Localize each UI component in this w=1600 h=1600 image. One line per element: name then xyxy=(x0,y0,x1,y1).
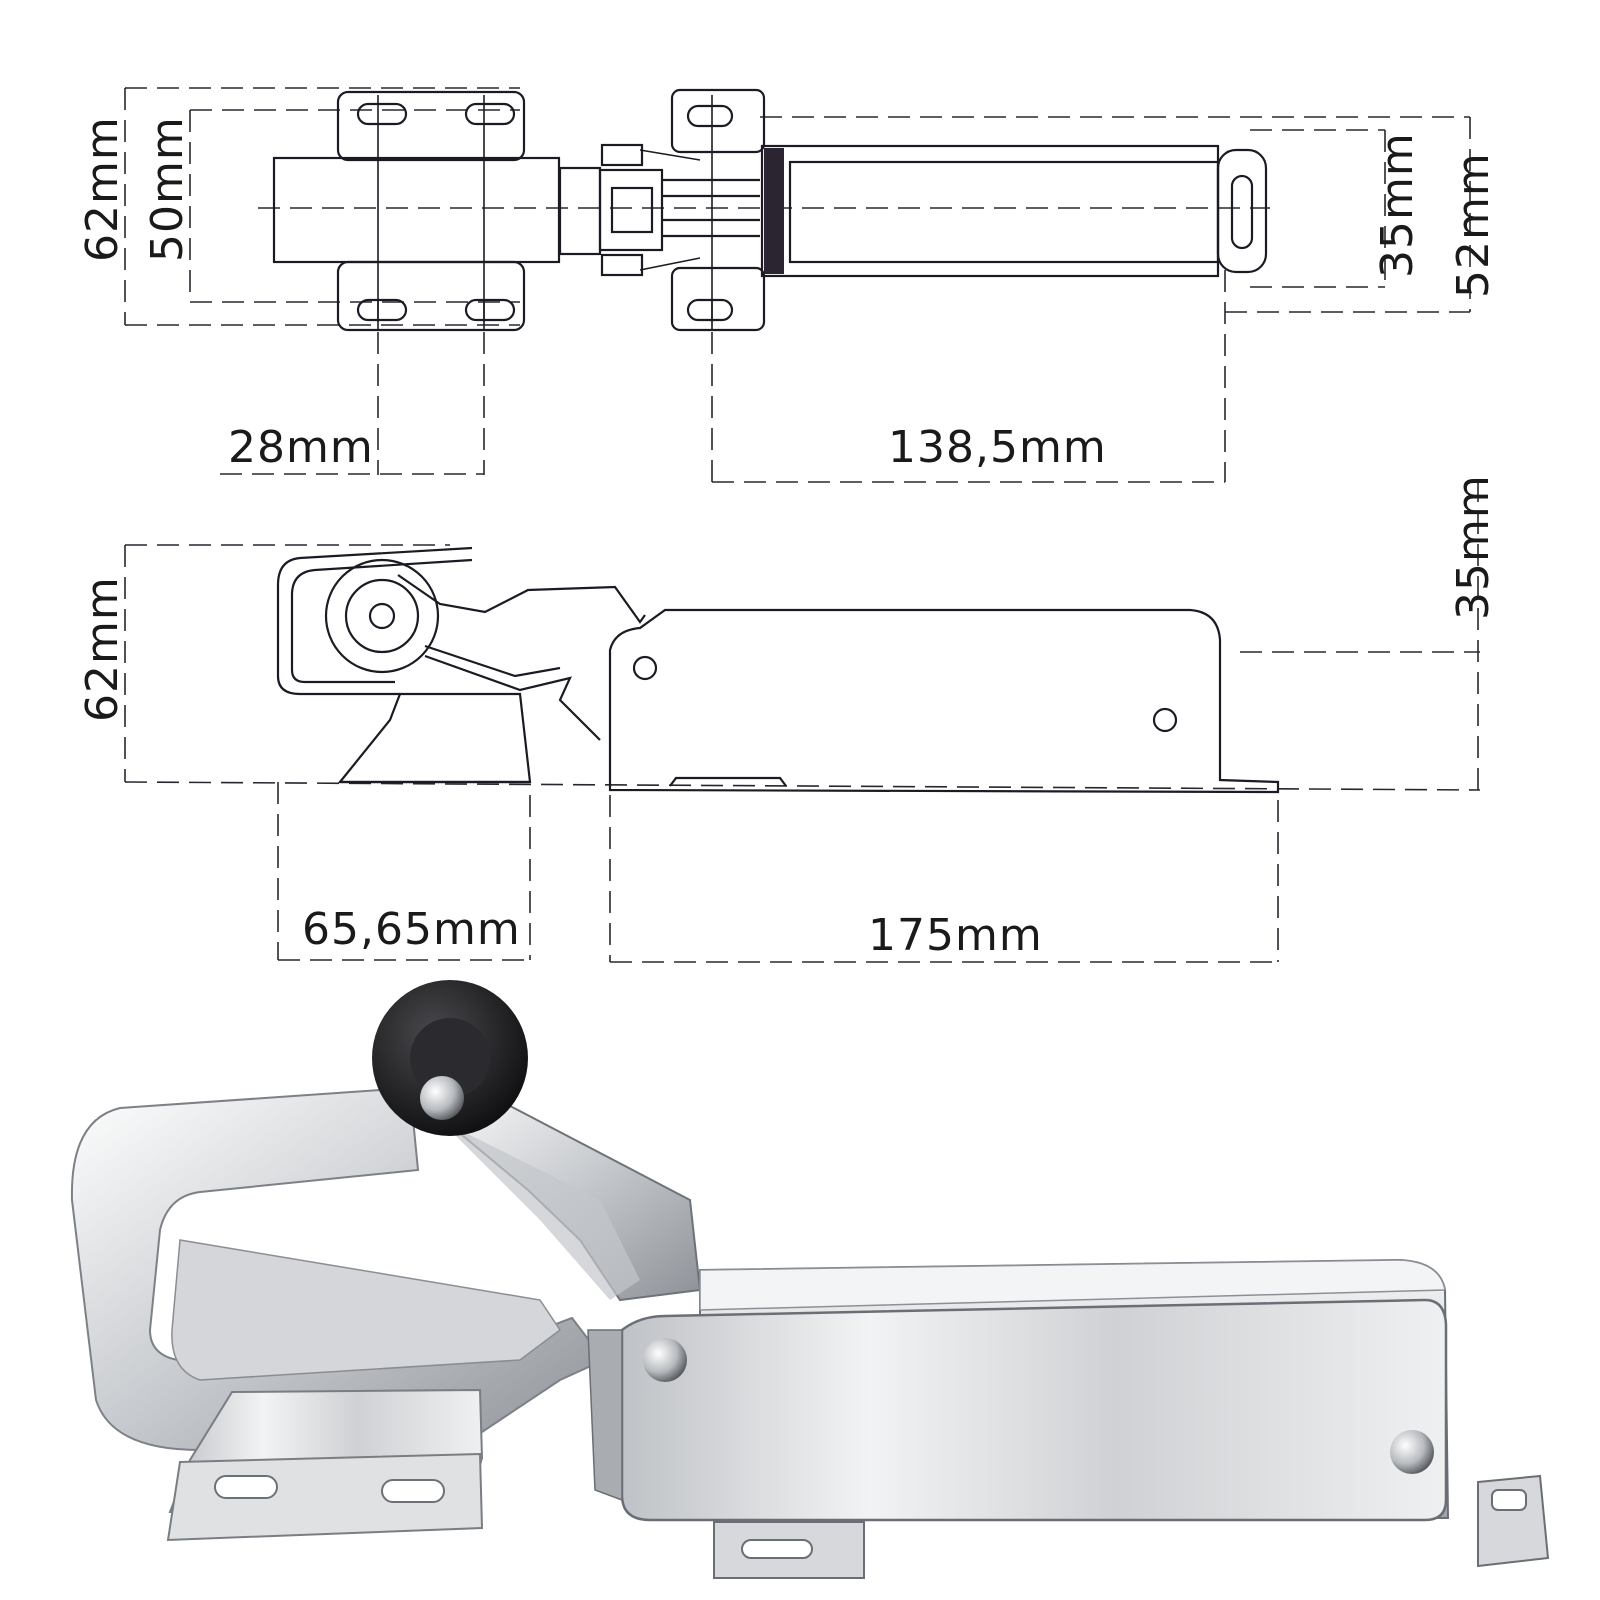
catch-side xyxy=(276,546,532,784)
body-side xyxy=(608,608,1280,794)
dim-body-length: 175mm xyxy=(868,910,1043,961)
side-plate xyxy=(620,1298,1448,1522)
roller-arm xyxy=(372,980,702,1302)
rivet-left xyxy=(643,1338,687,1382)
dim-side-height: 62mm xyxy=(77,576,128,722)
catch-bracket xyxy=(70,1086,606,1542)
arm-linkage-top xyxy=(598,143,760,277)
side-view-dimension-lines xyxy=(124,480,1481,963)
dim-strike-length: 138,5mm xyxy=(888,422,1107,473)
closer-body xyxy=(587,1258,1550,1579)
dim-total-height: 62mm xyxy=(77,116,128,262)
dim-strike-outer: 52mm xyxy=(1448,152,1499,298)
top-view-dimension-lines xyxy=(124,87,1471,483)
dim-plate-height: 50mm xyxy=(142,116,193,262)
side-view: 62mm 35mm 65,65mm 175mm xyxy=(77,474,1499,963)
catch-plate-top xyxy=(272,90,602,332)
strike-body-top xyxy=(670,88,1268,332)
dim-hole-spacing: 28mm xyxy=(228,422,374,473)
top-view: 62mm 50mm 28mm 138,5mm 35mm 52mm xyxy=(77,87,1499,483)
arm-side xyxy=(397,574,646,741)
dim-strike-inner: 35mm xyxy=(1372,132,1423,278)
rivet-right xyxy=(1390,1430,1434,1474)
roller-pin xyxy=(420,1076,464,1120)
dim-catch-length: 65,65mm xyxy=(302,904,521,955)
product-photo xyxy=(70,980,1550,1579)
dim-body-height: 35mm xyxy=(1448,474,1499,620)
